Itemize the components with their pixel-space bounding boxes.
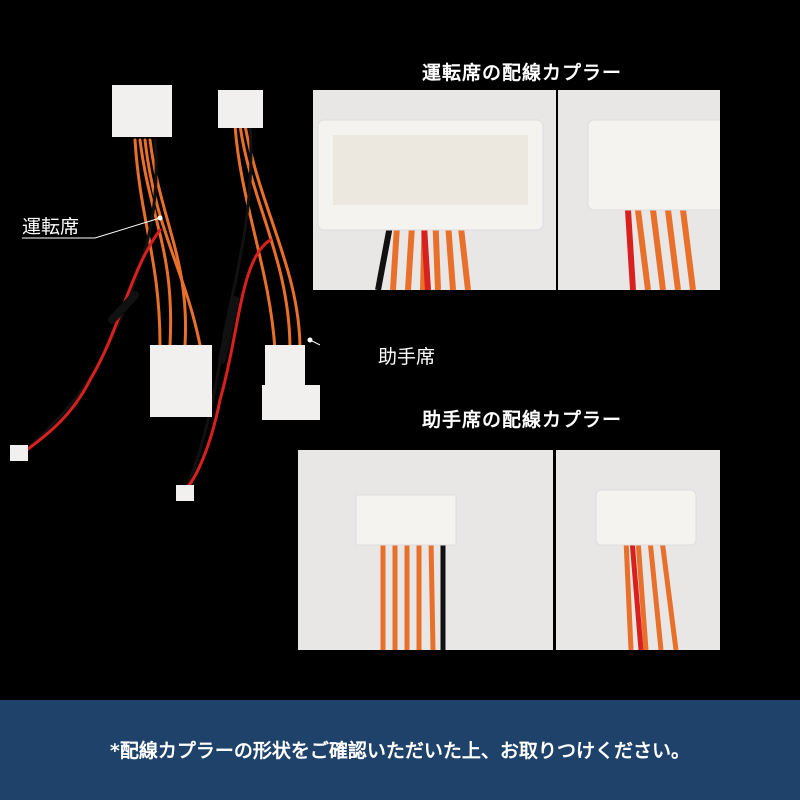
driver-coupler-photo-front (313, 90, 556, 290)
coupler-image (355, 494, 457, 650)
passenger-coupler-title: 助手席の配線カプラー (422, 409, 623, 431)
footer-note: *配線カプラーの形状をご確認いただいた上、お取りつけください。 (109, 740, 691, 762)
passenger-coupler-photo-front (298, 450, 553, 650)
coupler-image (587, 119, 720, 290)
passenger-coupler-photo-back (556, 450, 720, 650)
driver-coupler-photo-back (558, 90, 720, 290)
coupler-image (317, 119, 544, 290)
harness-photo (10, 85, 320, 501)
footer-band (0, 700, 800, 800)
coupler-image (595, 489, 697, 650)
driver-side-label: 運転席 (22, 216, 80, 238)
driver-coupler-title: 運転席の配線カプラー (422, 62, 623, 84)
passenger-side-label: 助手席 (378, 346, 436, 368)
